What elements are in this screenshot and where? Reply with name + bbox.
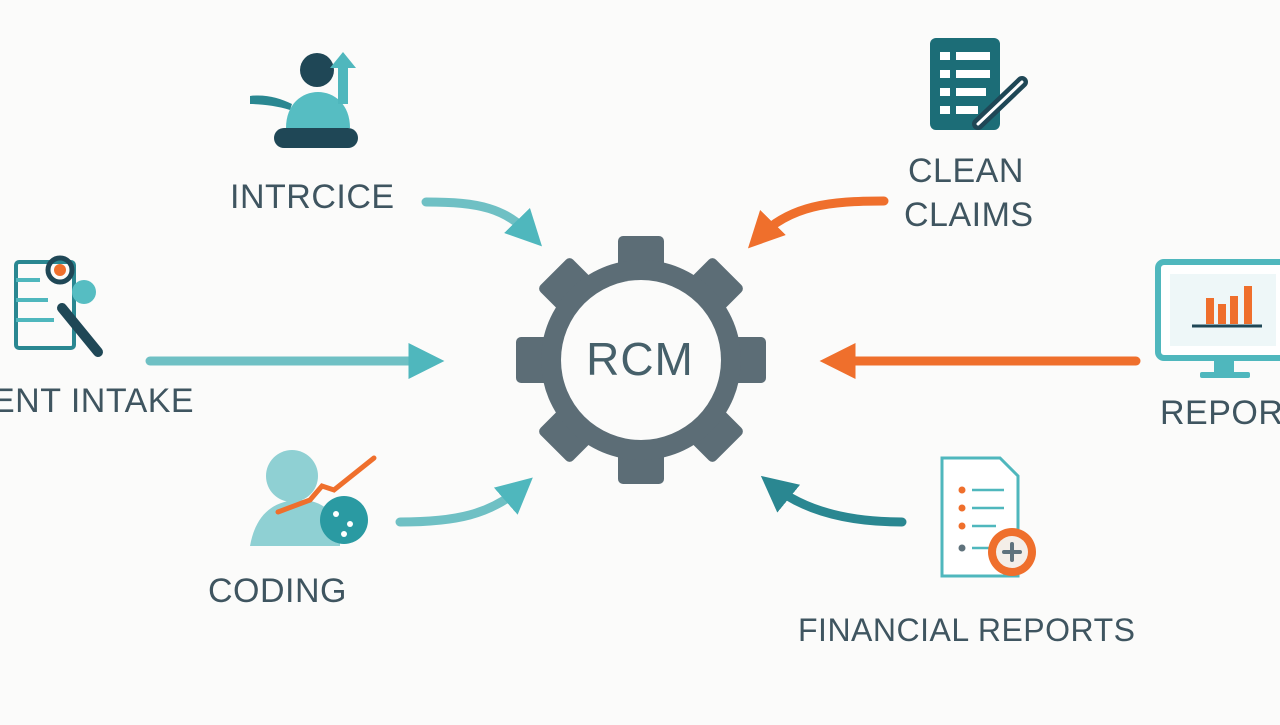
center-label-rcm: RCM [586,333,694,385]
clean-claims-label-line1: CLEAN [908,152,1024,190]
arrow-coding [395,477,533,527]
reporting-label: REPOR [1160,394,1280,432]
financial-reports-label: FINANCIAL REPORTS [798,612,1136,648]
search-document-icon [14,255,103,357]
patient-intake-label: ENT INTAKE [0,382,195,420]
clean-claims-label-line2: CLAIMS [904,196,1034,234]
arrow-financial-reports [760,475,907,527]
report-badge-icon [940,456,1036,578]
person-growth-icon [250,52,358,148]
person-chart-icon [250,450,377,546]
intake-top-label: INTRCICE [230,178,395,216]
document-pen-icon [930,38,1028,130]
monitor-chart-icon [1155,259,1280,378]
coding-label: CODING [208,572,347,610]
arrow-intake-top [421,197,542,247]
rcm-gear [516,236,766,484]
arrow-clean-claims [747,196,889,249]
